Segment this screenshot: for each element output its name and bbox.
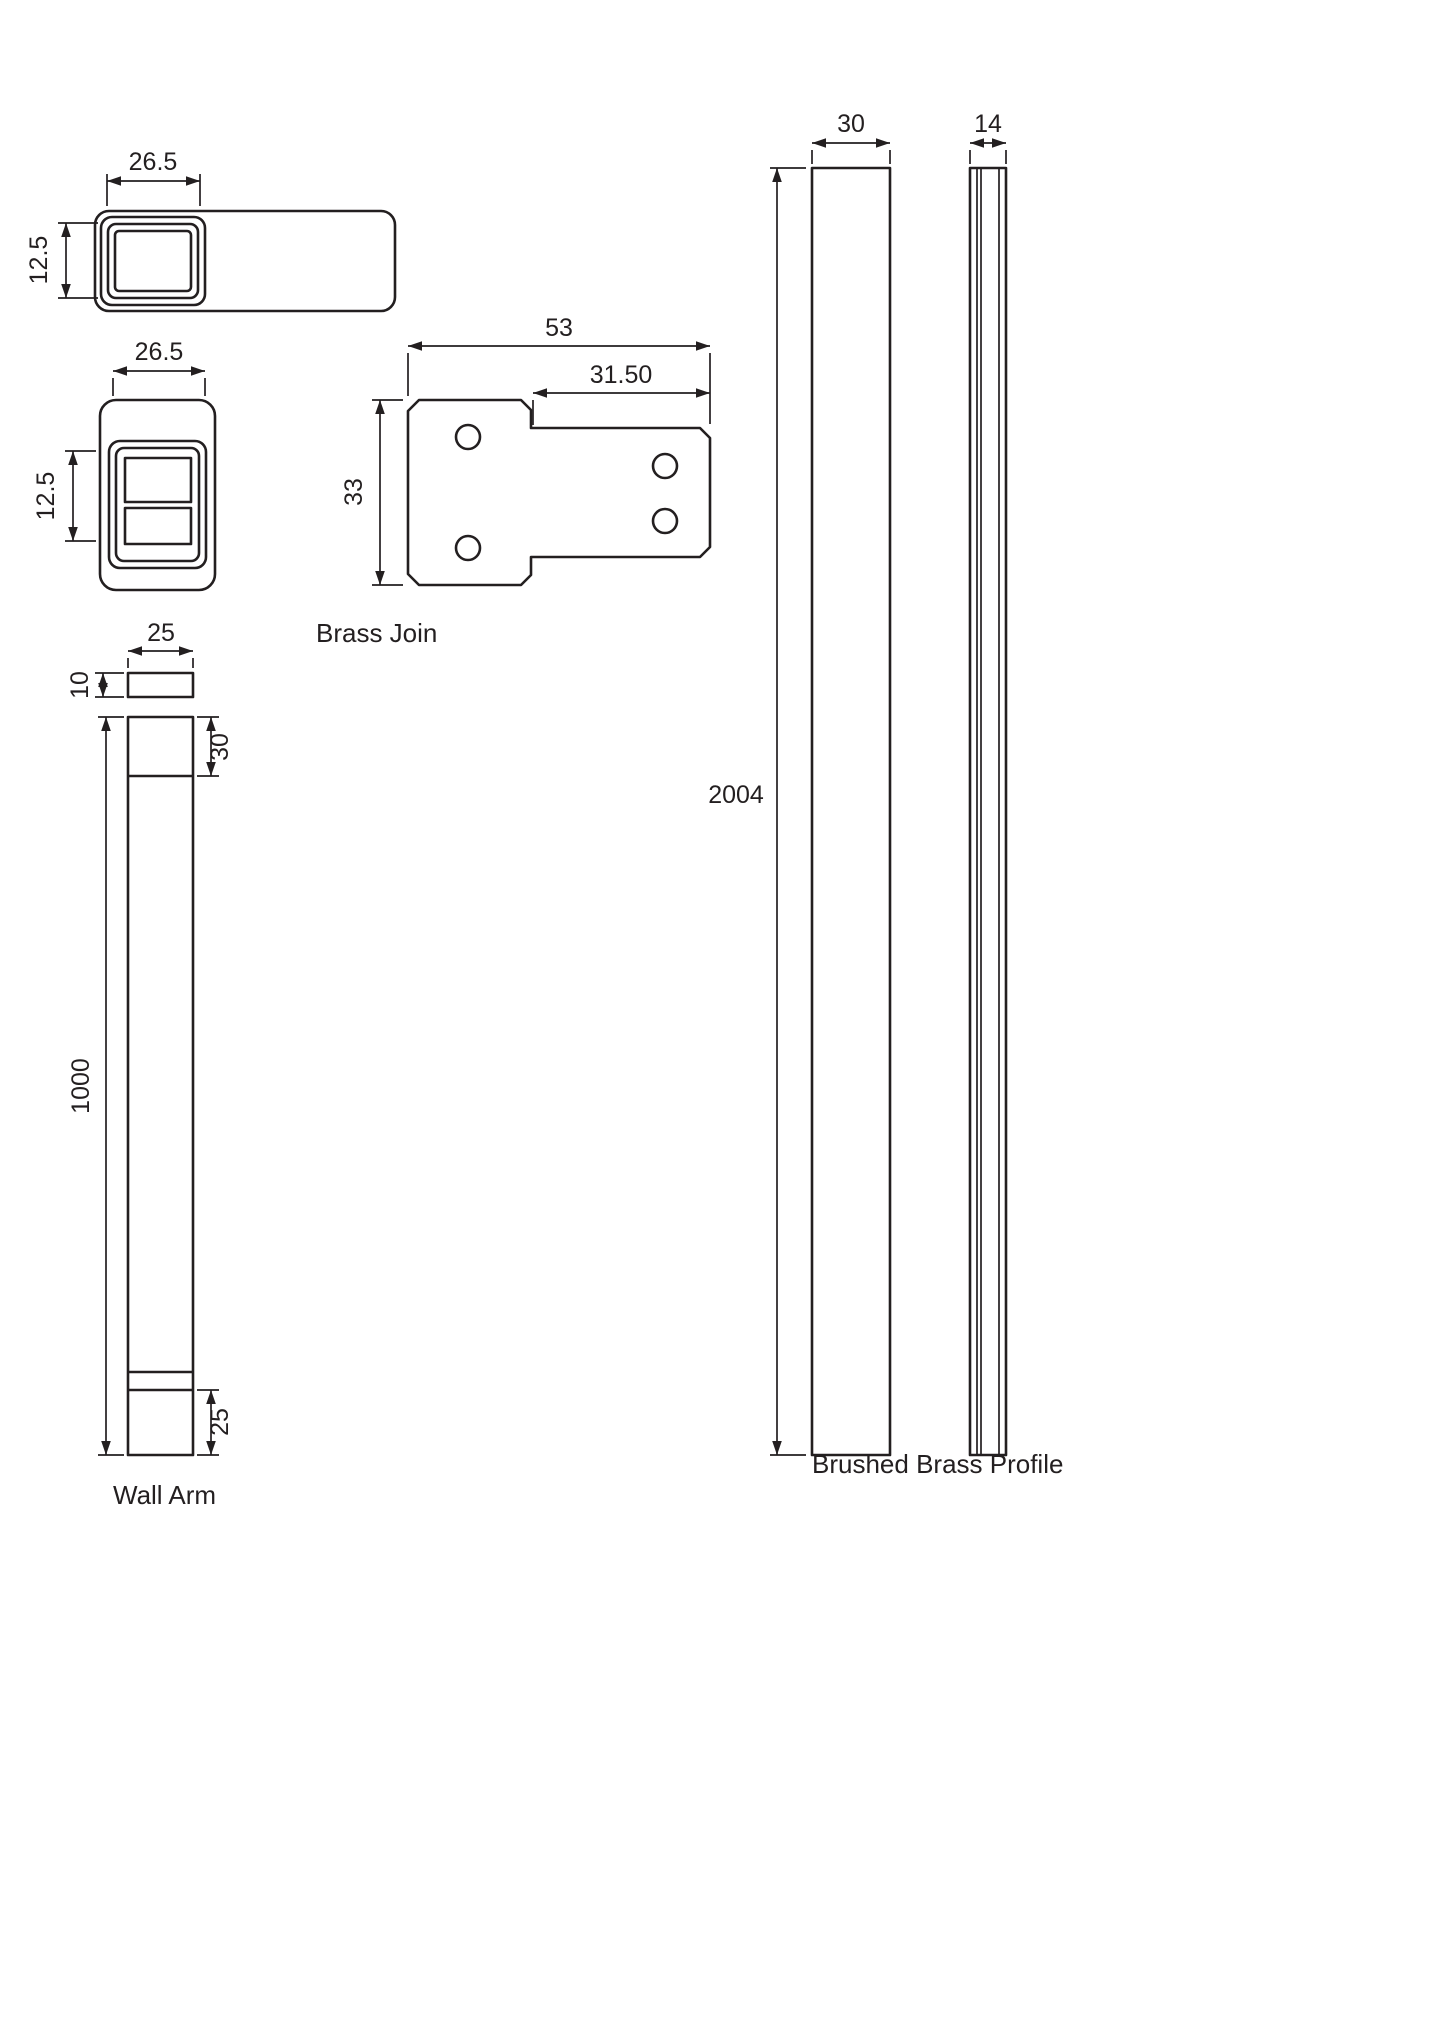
arm-front-outer-outline <box>98 398 217 592</box>
dim-label-wall-arm-foot: 25 <box>206 1408 234 1436</box>
dim-label-brass-join-height: 33 <box>340 478 368 506</box>
profile-edge-bar <box>968 166 1008 1457</box>
wall-arm-head-dimension: 30 <box>197 716 234 777</box>
dim-label-profile-edge-width: 14 <box>974 110 1002 138</box>
arm-end-side-view: 26.5 12.5 <box>25 148 397 313</box>
brass-join-label: Brass Join <box>316 618 437 648</box>
arm-front-window-lower <box>123 506 193 546</box>
wall-arm-foot-dimension: 25 <box>197 1389 234 1456</box>
dim-label-arm-side-height: 12.5 <box>25 236 53 285</box>
dim-label-profile-length: 2004 <box>708 781 764 809</box>
dim-label-brass-join-tab: 31.50 <box>590 361 653 389</box>
arm-front-tube-ring-1 <box>107 439 208 570</box>
arm-end-front-view: 26.5 12.5 <box>32 338 217 592</box>
arm-side-outer-outline <box>93 209 397 313</box>
arm-side-tube-bore <box>113 229 193 293</box>
profile-face-width-dimension: 30 <box>811 110 891 164</box>
dim-label-profile-face-width: 30 <box>837 110 865 138</box>
wall-arm-cap-height-dimension: 10 <box>66 671 124 699</box>
dim-label-arm-front-width: 26.5 <box>135 338 184 366</box>
brass-join-tab-width-dimension: 31.50 <box>532 361 710 425</box>
dim-label-brass-join-overall: 53 <box>545 314 573 342</box>
wall-arm-label: Wall Arm <box>113 1480 216 1510</box>
dim-label-arm-side-width: 26.5 <box>129 148 178 176</box>
brass-join-plate-outline <box>406 398 712 587</box>
arm-front-height-dimension: 12.5 <box>32 450 96 542</box>
brass-profile-view: 30 14 2004 Brushed Brass Profile <box>708 110 1063 1479</box>
dim-label-arm-front-height: 12.5 <box>32 472 60 521</box>
dim-label-wall-arm-cap-height: 10 <box>66 671 94 699</box>
arm-front-tube-ring-2 <box>114 446 201 563</box>
brass-join-hole-bottom-right <box>651 507 679 535</box>
profile-edge-width-dimension: 14 <box>969 110 1007 164</box>
arm-side-height-dimension: 12.5 <box>25 222 98 299</box>
profile-length-dimension: 2004 <box>708 167 806 1456</box>
wall-arm-bar <box>126 715 195 1457</box>
arm-side-width-dimension: 26.5 <box>106 148 201 206</box>
wall-arm-cap-width-dimension: 25 <box>127 619 194 668</box>
brass-join-height-dimension: 33 <box>340 399 403 586</box>
wall-arm-view: 25 10 30 1000 <box>66 619 234 1510</box>
brass-join-hole-top-right <box>651 452 679 480</box>
brass-profile-label: Brushed Brass Profile <box>812 1449 1063 1479</box>
arm-side-tube-ring-1 <box>99 215 207 307</box>
brass-join-hole-top-left <box>454 423 482 451</box>
brass-join-hole-bottom-left <box>454 534 482 562</box>
arm-front-width-dimension: 26.5 <box>112 338 206 396</box>
arm-side-tube-ring-2 <box>106 222 200 300</box>
profile-face-bar <box>810 166 892 1457</box>
dim-label-wall-arm-head: 30 <box>206 733 234 761</box>
arm-front-window-upper <box>123 456 193 504</box>
wall-arm-length-dimension: 1000 <box>67 716 124 1456</box>
dim-label-wall-arm-cap-width: 25 <box>147 619 175 647</box>
brass-join-view: 53 31.50 33 Brass Join <box>316 314 712 648</box>
wall-arm-cap <box>126 671 195 699</box>
brass-join-overall-width-dimension: 53 <box>407 314 711 424</box>
dim-label-wall-arm-length: 1000 <box>67 1058 95 1114</box>
